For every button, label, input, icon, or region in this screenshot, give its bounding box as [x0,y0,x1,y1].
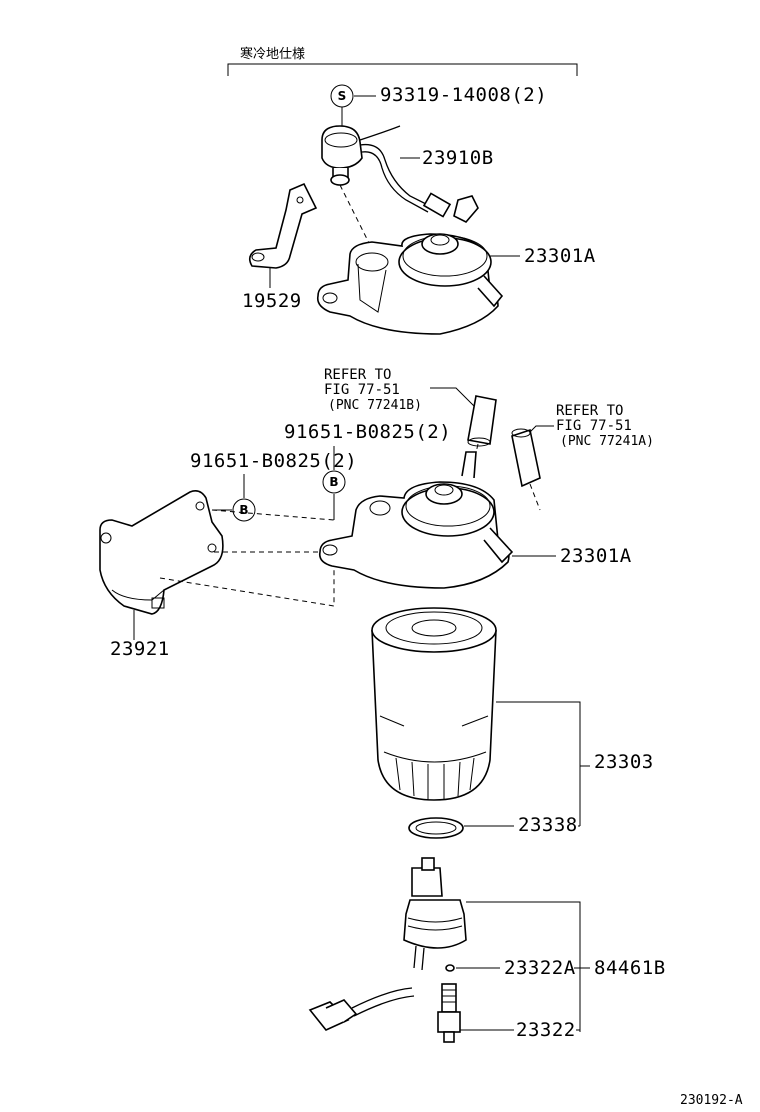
part-label-sensor: 23910B [422,147,494,169]
part-label-bracket-large: 23921 [110,638,170,660]
figure-code: 230192-A [680,1093,743,1108]
refer-1-line1: REFER TO [324,367,391,383]
lower-filter-head-drawing[interactable]: 23301A [318,451,632,589]
refer-2-line1: REFER TO [556,403,623,419]
bolt-circle-icon [232,498,256,522]
part-label-drain-plug: 23322 [516,1019,576,1041]
oring-drawing[interactable]: 23322A 84461B [445,957,666,979]
refer-note-left: REFER TO FIG 77-51 (PNC 77241B) [324,367,477,413]
water-sensor-drawing[interactable] [403,857,581,1032]
refer-1-line2: FIG 77-51 [324,382,400,398]
part-label-oring-alt: 84461B [594,957,666,979]
variant-note: 寒冷地仕様 [240,46,305,62]
variant-bracket: 寒冷地仕様 [227,46,578,76]
harness-connector-drawing[interactable] [308,987,415,1031]
part-label-filter-head-lower: 23301A [560,545,632,567]
part-label-bolt-2: 91651-B0825(2) [190,450,357,472]
screw-letter: S [338,89,347,103]
screw-callout[interactable]: S 93319-14008(2) [330,84,547,128]
part-label-filter-element: 23303 [594,751,654,773]
bolt-letter-1: B [329,475,338,489]
sensor-drawing[interactable]: 23910B [321,125,494,223]
part-label-filter-head-upper: 23301A [524,245,596,267]
large-bracket-drawing[interactable]: 23921 [99,490,224,660]
refer-2-line2: FIG 77-51 [556,418,632,434]
part-label-oring: 23322A [504,957,576,979]
part-label-screw: 93319-14008(2) [380,84,547,106]
part-label-bracket-small: 19529 [242,290,302,312]
part-label-bolt-1: 91651-B0825(2) [284,421,451,443]
part-label-gasket: 23338 [518,814,578,836]
hose-drawings [467,395,541,511]
filter-element-drawing[interactable]: 23303 [371,607,654,826]
refer-2-line3: (PNC 77241A) [560,434,654,449]
refer-note-right: REFER TO FIG 77-51 (PNC 77241A) [523,403,654,449]
refer-1-line3: (PNC 77241B) [328,398,422,413]
bolt-letter-2: B [239,503,248,517]
gasket-drawing[interactable]: 23338 [408,814,580,839]
drain-plug-drawing[interactable]: 23322 [437,983,580,1043]
bolt-circle-icon [322,470,346,494]
bolt-callout-2[interactable]: 91651-B0825(2) B [190,450,357,522]
upper-filter-head-drawing[interactable]: 23301A [316,233,596,335]
bolt-callout-1[interactable]: 91651-B0825(2) B [284,421,451,520]
small-bracket-drawing[interactable]: 19529 [242,182,318,312]
